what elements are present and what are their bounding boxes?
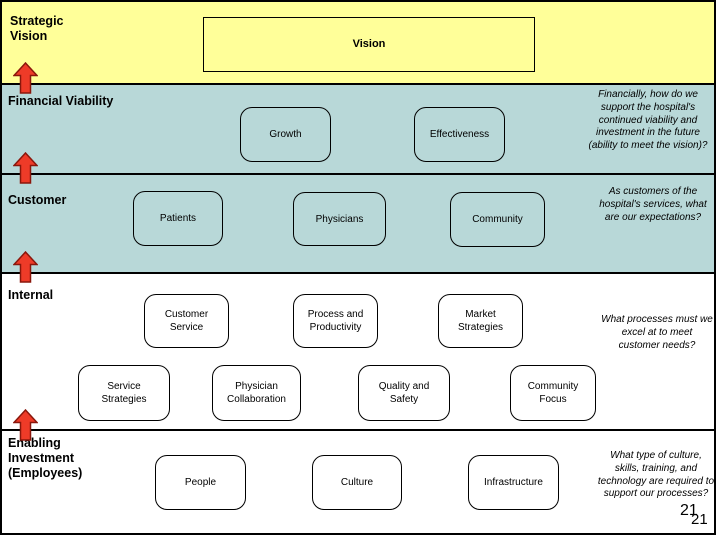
process-and-productivity-box: Process and Productivity [293, 294, 378, 348]
band-customer [0, 175, 716, 274]
customer-service-box: Customer Service [144, 294, 229, 348]
band-enabling-investment [0, 431, 716, 535]
vision-box: Vision [203, 17, 535, 72]
internal-label: Internal [8, 288, 54, 302]
community-box: Community [450, 192, 545, 247]
customer-label: Customer [8, 193, 67, 207]
effectiveness-box: Effectiveness [414, 107, 505, 162]
patients-box: Patients [133, 191, 223, 246]
financial-question-text: Financially, how do we support the hospi… [588, 89, 708, 152]
infrastructure-box: Infrastructure [468, 455, 559, 510]
physician-collaboration-box: Physician Collaboration [212, 365, 301, 421]
market-strategies-box: Market Strategies [438, 294, 523, 348]
up-arrow-icon [13, 251, 38, 283]
band-financial-viability [0, 85, 716, 175]
page-number-duplicate: 21 [691, 511, 708, 528]
internal-question-text: What processes must we excel at to meet … [601, 314, 713, 351]
financial-viability-label: Financial Viability [8, 94, 114, 108]
physicians-box: Physicians [293, 192, 386, 246]
band-strategic-vision [0, 0, 716, 85]
growth-box: Growth [240, 107, 331, 162]
up-arrow-icon [13, 62, 38, 94]
quality-and-safety-box: Quality and Safety [358, 365, 450, 421]
up-arrow-icon [13, 409, 38, 441]
service-strategies-box: Service Strategies [78, 365, 170, 421]
customer-question-text: As customers of the hospital's services,… [599, 186, 707, 223]
up-arrow-icon [13, 152, 38, 184]
people-box: People [155, 455, 246, 510]
community-focus-box: Community Focus [510, 365, 596, 421]
page-number: 21 [680, 502, 698, 519]
culture-box: Culture [312, 455, 402, 510]
strategic-vision-label: Strategic Vision [10, 14, 64, 43]
enabling-question-text: What type of culture, skills, training, … [597, 450, 715, 500]
enabling-investment-label: Enabling Investment (Employees) [8, 436, 83, 480]
